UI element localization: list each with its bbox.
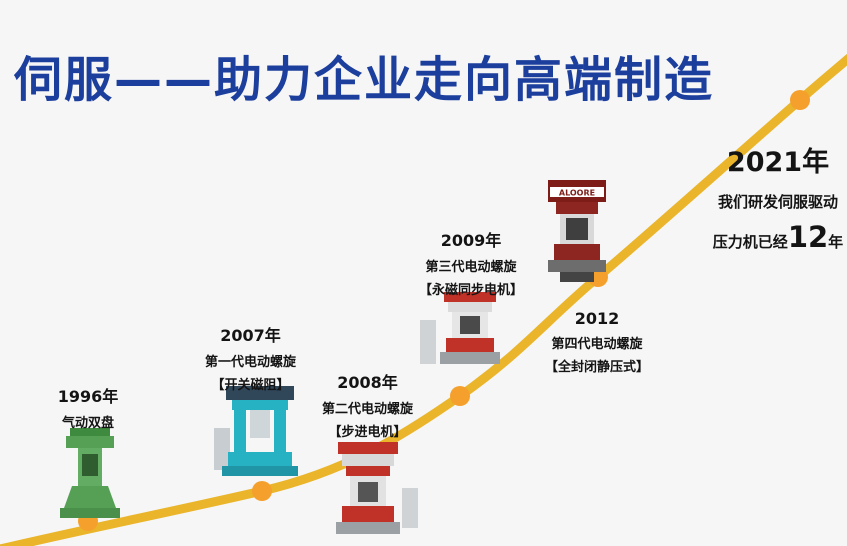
milestone-2021-line2-prefix: 压力机已经 [712,233,788,251]
press-machine-2008-image [336,442,418,534]
milestone-1996-year: 1996年 [57,387,119,406]
milestone-2012: 2012 第四代电动螺旋 【全封闭静压式】 [518,309,676,380]
milestone-dot-2008 [450,386,470,406]
milestone-2007-tech: 【开关磁阻】 [211,377,290,393]
milestone-2021-line2: 压力机已经12年 [693,220,847,254]
press-machine-2007-image [214,386,298,476]
press-machine-2012-image: ALOORE [548,180,606,282]
milestone-2021-line1: 我们研发伺服驱动 [717,193,838,211]
milestone-2021: 2021年 我们研发伺服驱动 压力机已经12年 [693,140,847,254]
milestone-2021-years-count: 12 [787,220,829,254]
milestone-2008-tech: 【步进电机】 [328,424,407,440]
milestone-2009-tech: 【永磁同步电机】 [418,282,523,298]
milestone-2007-year: 2007年 [220,326,281,345]
milestone-2012-tech: 【全封闭静压式】 [544,359,649,375]
milestone-2021-line2-suffix: 年 [828,233,844,251]
milestone-2012-desc: 第四代电动螺旋 [551,337,643,352]
milestone-dot-2021 [790,90,810,110]
milestone-1996-desc: 气动双盘 [61,416,114,431]
milestone-2008: 2008年 第二代电动螺旋 【步进电机】 [295,369,440,445]
press-machine-1996-image [60,428,120,518]
press-machine-2009-image [420,292,500,364]
milestone-2021-year: 2021年 [726,147,830,178]
milestone-2008-year: 2008年 [337,373,398,392]
milestone-1996: 1996年 气动双盘 [38,383,138,436]
machine-brand-label: ALOORE [559,189,595,198]
milestone-2008-desc: 第二代电动螺旋 [321,402,413,417]
milestone-2007-desc: 第一代电动螺旋 [204,355,296,370]
milestone-2009-desc: 第三代电动螺旋 [425,260,517,275]
milestone-2012-year: 2012 [574,309,620,328]
milestone-2007: 2007年 第一代电动螺旋 【开关磁阻】 [178,322,323,398]
milestone-2009-year: 2009年 [440,231,502,250]
milestone-dot-2007 [252,481,272,501]
growth-curve-path [0,53,847,546]
milestone-2009: 2009年 第三代电动螺旋 【永磁同步电机】 [392,227,550,303]
page-title: 伺服——助力企业走向高端制造 [14,52,715,108]
